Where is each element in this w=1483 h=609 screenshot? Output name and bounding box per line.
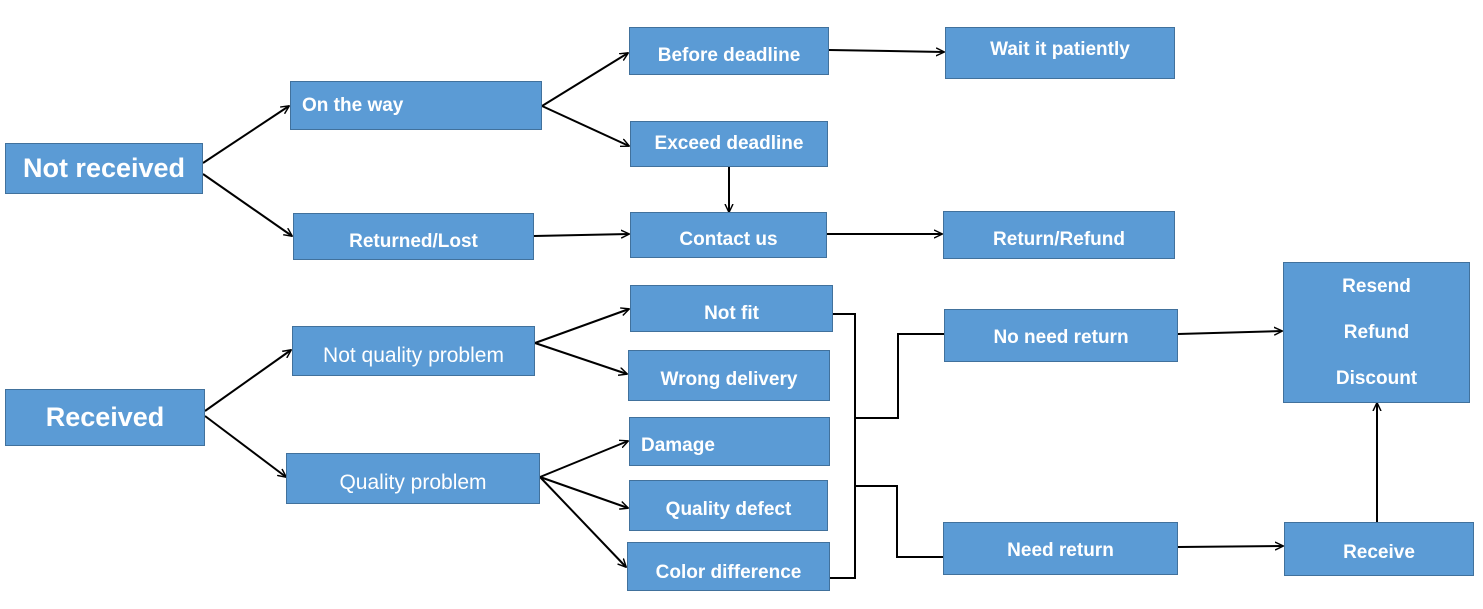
- node-not-quality-problem: Not quality problem: [292, 326, 535, 376]
- node-not-received: Not received: [5, 143, 203, 194]
- arrow-noneed-outcomes: [1177, 331, 1282, 334]
- connector-bracket-nonneed: [855, 333, 944, 419]
- arrow-quality-color: [539, 476, 626, 567]
- node-return-refund: Return/Refund: [943, 211, 1175, 259]
- node-wrong-delivery: Wrong delivery: [628, 350, 830, 401]
- node-before-deadline: Before deadline: [629, 27, 829, 75]
- arrow-before-wait: [828, 50, 944, 52]
- arrow-notquality-wrong: [534, 342, 627, 374]
- arrow-need-receive: [1177, 546, 1283, 547]
- node-on-the-way: On the way: [290, 81, 542, 130]
- arrow-returned-contact: [533, 234, 629, 236]
- node-damage: Damage: [629, 417, 830, 466]
- node-quality-problem: Quality problem: [286, 453, 540, 504]
- arrow-received-quality: [204, 415, 286, 477]
- node-receive: Receive: [1284, 522, 1474, 576]
- node-not-fit: Not fit: [630, 285, 833, 332]
- arrow-ontheway-exceed: [541, 105, 629, 146]
- node-color-difference: Color difference: [627, 542, 830, 591]
- arrow-notquality-notfit: [534, 309, 629, 344]
- arrow-quality-damage: [539, 441, 628, 478]
- arrow-ontheway-before: [541, 53, 628, 107]
- bracket-right: [829, 313, 856, 579]
- outcome-refund: Refund: [1343, 321, 1410, 343]
- connector-bracket-need: [855, 485, 944, 558]
- node-returned-lost: Returned/Lost: [293, 213, 534, 260]
- arrow-received-notquality: [204, 350, 291, 412]
- arrow-quality-defect: [539, 476, 628, 508]
- node-no-need-return: No need return: [944, 309, 1178, 362]
- arrow-notreceived-returned: [202, 173, 292, 236]
- node-contact-us: Contact us: [630, 212, 827, 258]
- node-received: Received: [5, 389, 205, 446]
- outcome-discount: Discount: [1335, 367, 1418, 389]
- node-outcomes: Resend Refund Discount: [1283, 262, 1470, 403]
- arrow-notreceived-ontheway: [202, 106, 289, 164]
- node-wait-patiently: Wait it patiently: [945, 27, 1175, 79]
- node-need-return: Need return: [943, 522, 1178, 575]
- node-quality-defect: Quality defect: [629, 480, 828, 531]
- node-exceed-deadline: Exceed deadline: [630, 121, 828, 167]
- outcome-resend: Resend: [1342, 275, 1411, 297]
